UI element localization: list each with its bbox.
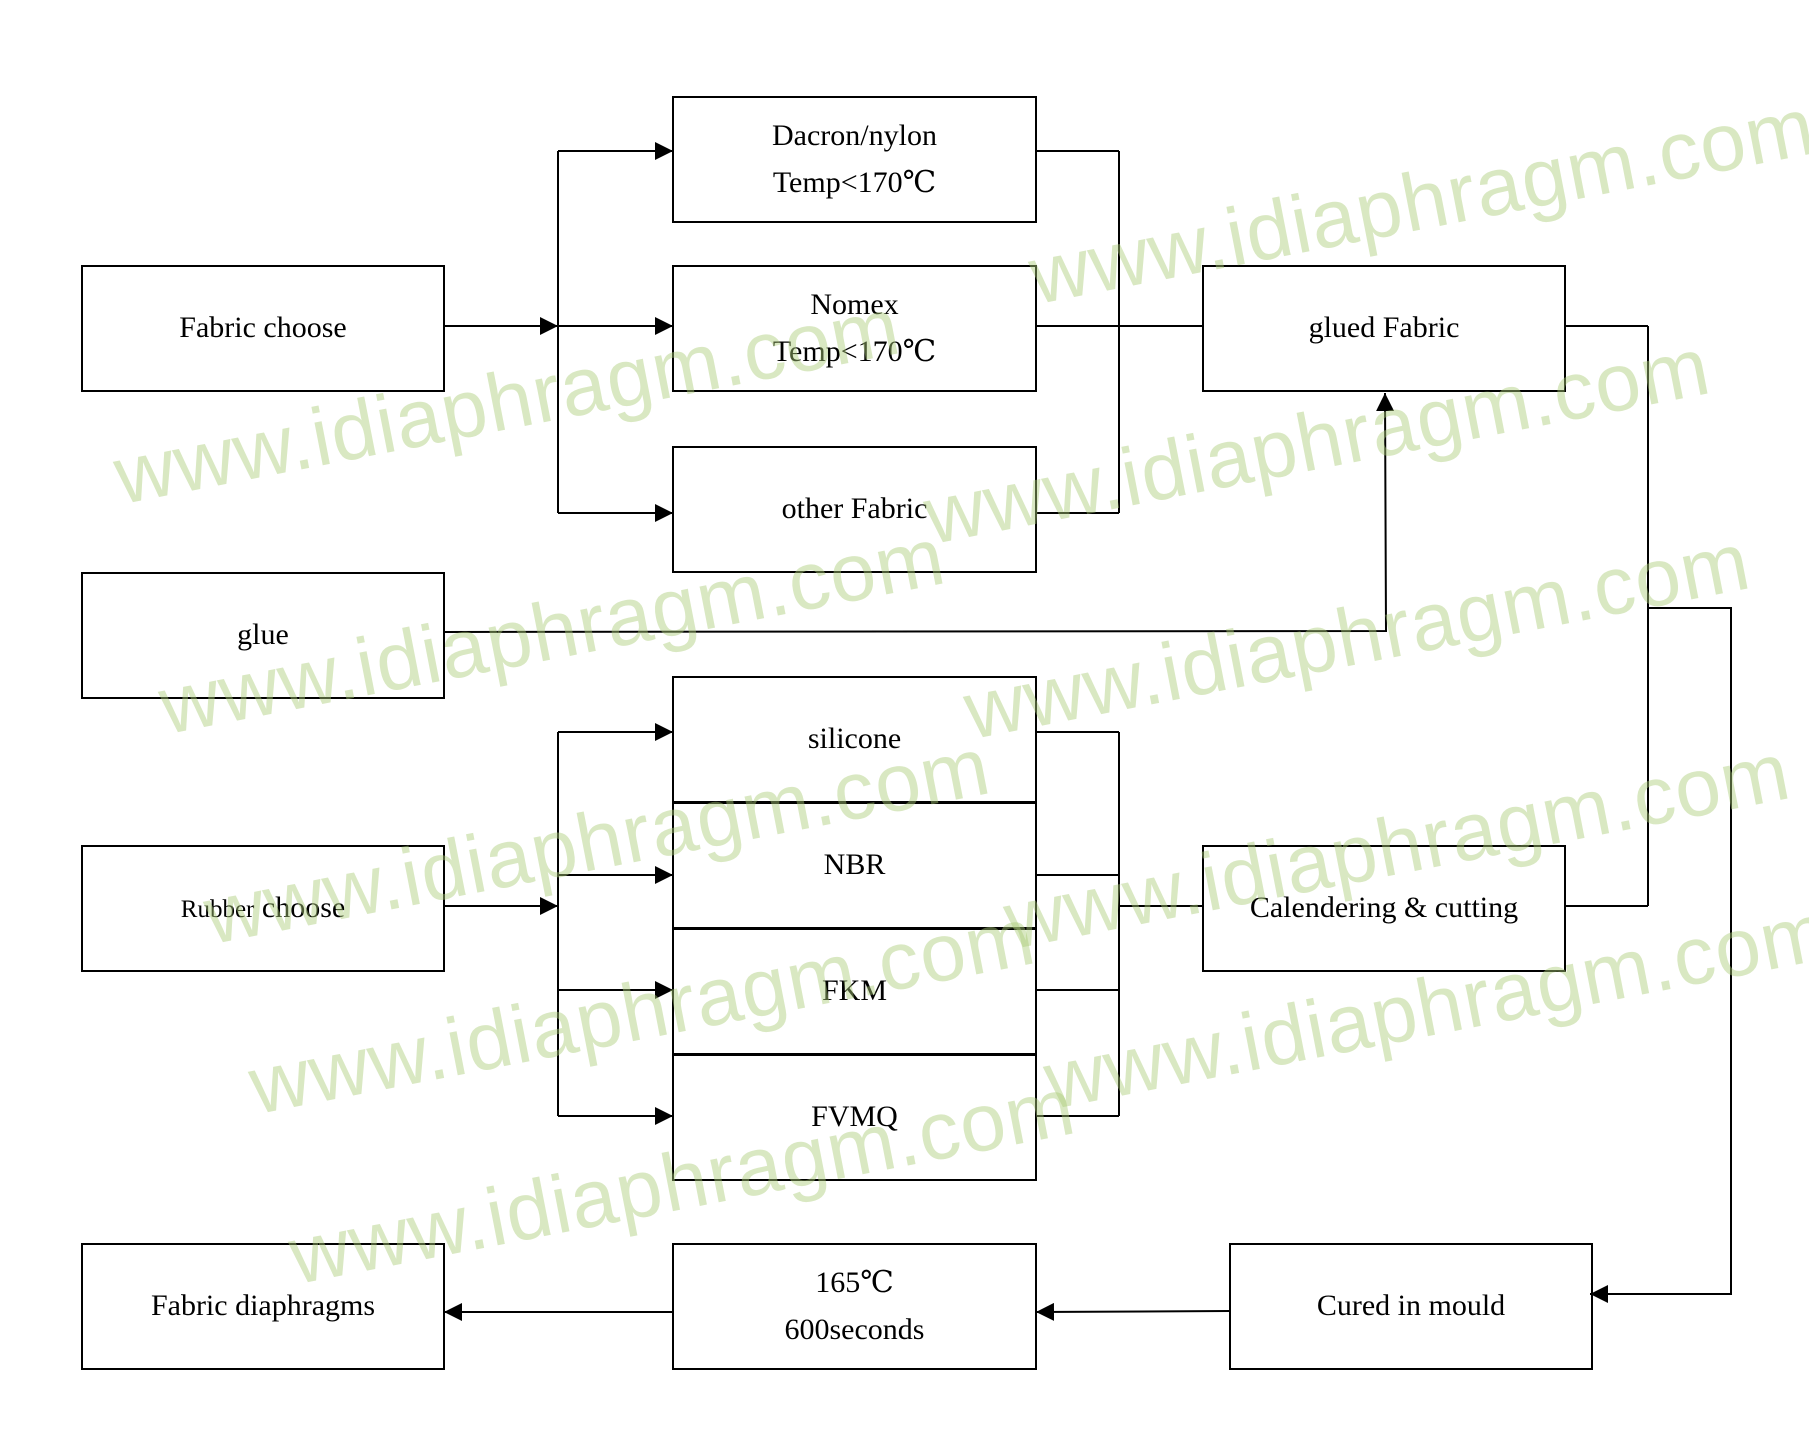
cured-to-conditions-arrow	[1035, 1302, 1230, 1321]
fvmq-label: FVMQ	[811, 1100, 898, 1134]
nbr-label: NBR	[823, 848, 886, 882]
cure-time-label: 600seconds	[784, 1312, 925, 1346]
calendering-cutting-label: Calendering & cutting	[1249, 891, 1519, 925]
fabric-choose-box: Fabric choose	[81, 265, 445, 392]
merge-to-cured-in-mould	[1590, 607, 1732, 1303]
cured-in-mould-label: Cured in mould	[1316, 1289, 1506, 1323]
glue-to-glued-fabric	[443, 392, 1395, 633]
choose-word: choose	[254, 891, 346, 925]
cure-temperature-label: 165℃	[815, 1266, 894, 1299]
fabric-choose-label: Fabric choose	[179, 311, 347, 345]
nomex-label: Nomex	[810, 288, 899, 321]
fkm-box: FKM	[672, 928, 1037, 1055]
nomex-temp-label: Temp<170℃	[772, 334, 937, 368]
silicone-box: silicone	[672, 676, 1037, 803]
other-fabric-label: other Fabric	[781, 492, 928, 526]
dacron-nylon-label: Dacron/nylon	[772, 119, 937, 152]
nbr-box: NBR	[672, 802, 1037, 929]
rubber-choose-label: Rubber choose	[181, 885, 345, 932]
silicone-label: silicone	[807, 722, 902, 756]
cure-conditions-box: 165℃ 600seconds	[672, 1243, 1037, 1370]
cured-in-mould-box: Cured in mould	[1229, 1243, 1593, 1370]
fkm-label: FKM	[821, 974, 888, 1008]
fvmq-box: FVMQ	[672, 1054, 1037, 1181]
rubber-word: Rubber	[180, 896, 255, 924]
rubber-choose-box: Rubber choose	[81, 845, 445, 972]
dacron-temp-label: Temp<170℃	[772, 165, 937, 199]
glue-box: glue	[81, 572, 445, 699]
other-fabric-box: other Fabric	[672, 446, 1037, 573]
dacron-nylon-box: Dacron/nylon Temp<170℃	[672, 96, 1037, 223]
fabric-diaphragms-label: Fabric diaphragms	[150, 1289, 376, 1323]
fabric-diaphragms-box: Fabric diaphragms	[81, 1243, 445, 1370]
calendering-cutting-box: Calendering & cutting	[1202, 845, 1566, 972]
glued-fabric-box: glued Fabric	[1202, 265, 1566, 392]
glued-fabric-label: glued Fabric	[1308, 311, 1460, 345]
glue-label: glue	[237, 618, 289, 652]
nomex-box: Nomex Temp<170℃	[672, 265, 1037, 392]
